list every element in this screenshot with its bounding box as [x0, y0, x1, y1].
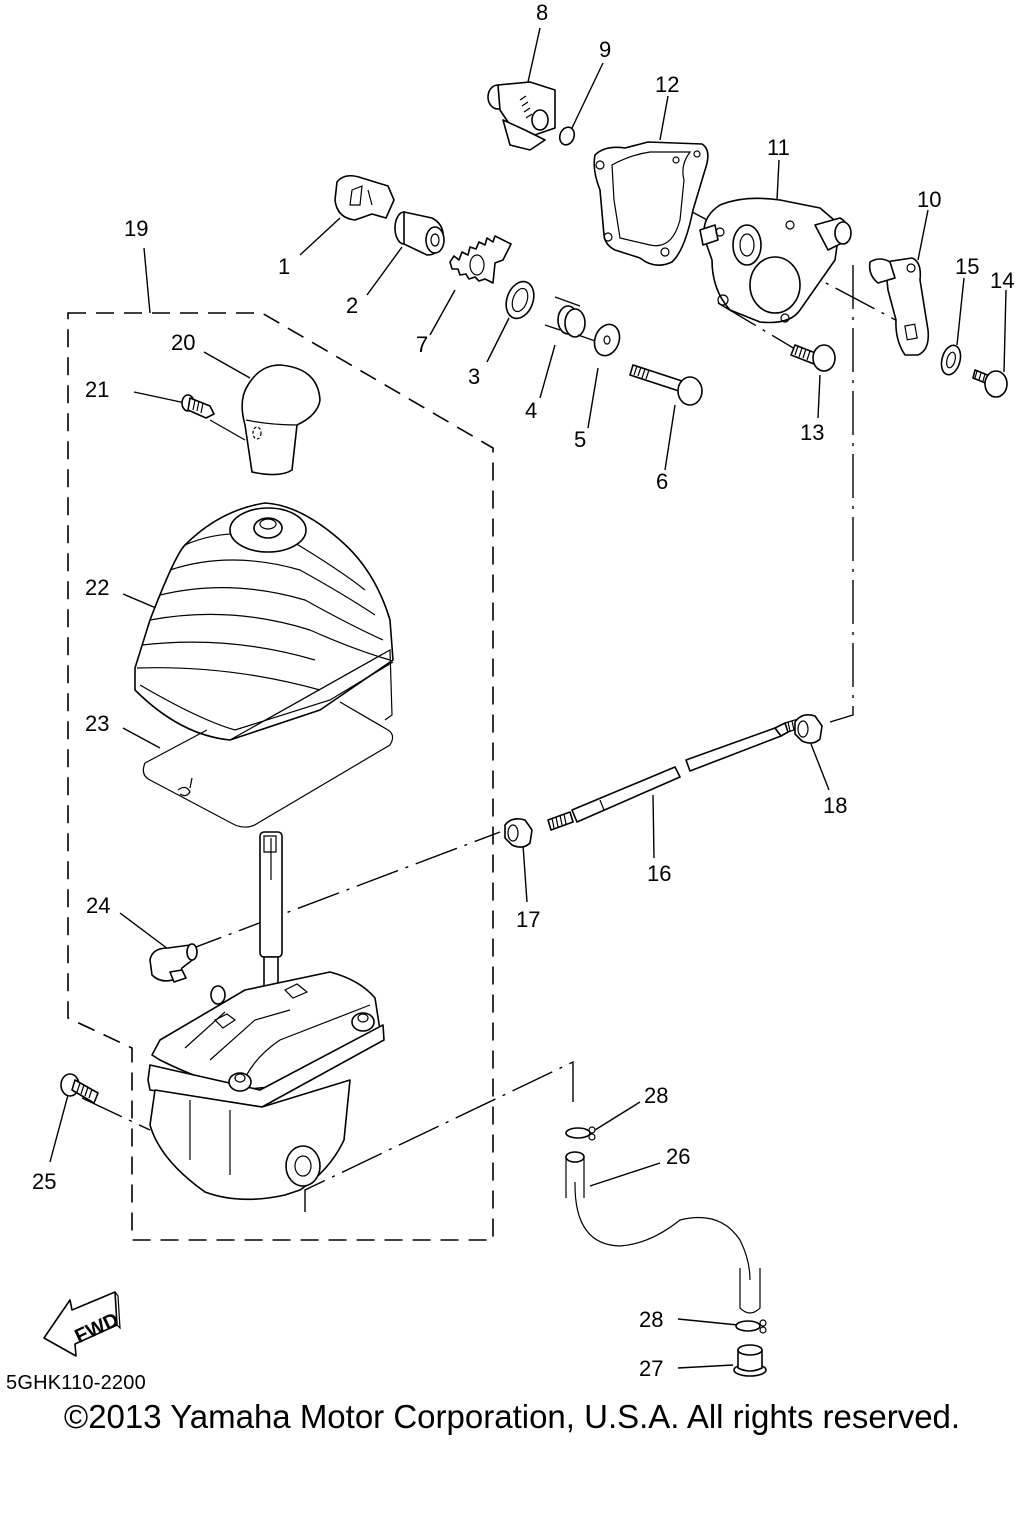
part-8-shift-segment [487, 81, 556, 151]
part-14-bolt [972, 369, 1008, 398]
callout-24: 24 [86, 893, 110, 918]
part-12-gasket [593, 141, 709, 266]
part-6-bolt [629, 364, 703, 406]
callout-28-upper: 28 [644, 1083, 668, 1108]
callout-4: 4 [525, 398, 537, 423]
callout-9: 9 [599, 37, 611, 62]
callout-labels: 1 2 3 4 5 6 7 8 9 10 11 12 13 14 15 16 1… [32, 0, 1014, 1381]
part-3-washer [505, 280, 535, 320]
copyright-notice: ©2013 Yamaha Motor Corporation, U.S.A. A… [63, 1398, 961, 1435]
part-17-nut [504, 818, 533, 848]
part-28-clamp-upper [565, 1126, 596, 1141]
part-27-fitting [733, 1344, 767, 1377]
part-15-washer [940, 344, 962, 376]
shift-lever-body [147, 831, 385, 1201]
callout-27: 27 [639, 1356, 663, 1381]
part-10-shift-arm [868, 257, 930, 356]
callout-18: 18 [823, 793, 847, 818]
callout-23: 23 [85, 711, 109, 736]
forward-arrow-icon: FWD [43, 1291, 122, 1357]
callout-8: 8 [536, 0, 548, 25]
part-11-shift-housing [699, 197, 852, 324]
callout-1: 1 [278, 254, 290, 279]
callout-28-lower: 28 [639, 1307, 663, 1332]
part-26-hose [565, 1151, 761, 1314]
part-5-washer [593, 323, 621, 357]
part-7-gear-segment [449, 235, 512, 284]
part-25-bolt [60, 1073, 99, 1104]
callout-12: 12 [655, 72, 679, 97]
callout-25: 25 [32, 1169, 56, 1194]
callout-20: 20 [171, 330, 195, 355]
callout-17: 17 [516, 907, 540, 932]
callout-6: 6 [656, 469, 668, 494]
callout-22: 22 [85, 575, 109, 600]
part-13-bolt [790, 344, 836, 372]
part-1-stopper-plate [334, 174, 395, 221]
callout-19: 19 [124, 216, 148, 241]
part-9-o-ring [558, 126, 576, 146]
part-18-nut [794, 714, 823, 744]
callout-16: 16 [647, 861, 671, 886]
callout-26: 26 [666, 1144, 690, 1169]
callout-13: 13 [800, 420, 824, 445]
part-20-shift-knob [241, 364, 321, 476]
assembly-19-boundary [67, 312, 494, 1241]
diagram-code: 5GHK110-2200 [6, 1372, 146, 1394]
part-28-clamp-lower [735, 1319, 767, 1334]
part-16-shift-rod [547, 718, 801, 831]
part-21-screw [181, 394, 215, 419]
part-22-shift-boot [134, 502, 394, 741]
callout-10: 10 [917, 187, 941, 212]
callout-3: 3 [468, 364, 480, 389]
callout-15: 15 [955, 254, 979, 279]
part-2-collar [394, 211, 445, 256]
callout-5: 5 [574, 427, 586, 452]
callout-14: 14 [990, 268, 1014, 293]
callout-2: 2 [346, 293, 358, 318]
leader-lines [49, 27, 1007, 1369]
part-4-spring [544, 296, 599, 343]
part-24-elbow-fitting [149, 943, 198, 983]
callout-21: 21 [85, 377, 109, 402]
part-23-band [142, 701, 394, 828]
callout-11: 11 [767, 135, 790, 160]
callout-7: 7 [416, 332, 428, 357]
